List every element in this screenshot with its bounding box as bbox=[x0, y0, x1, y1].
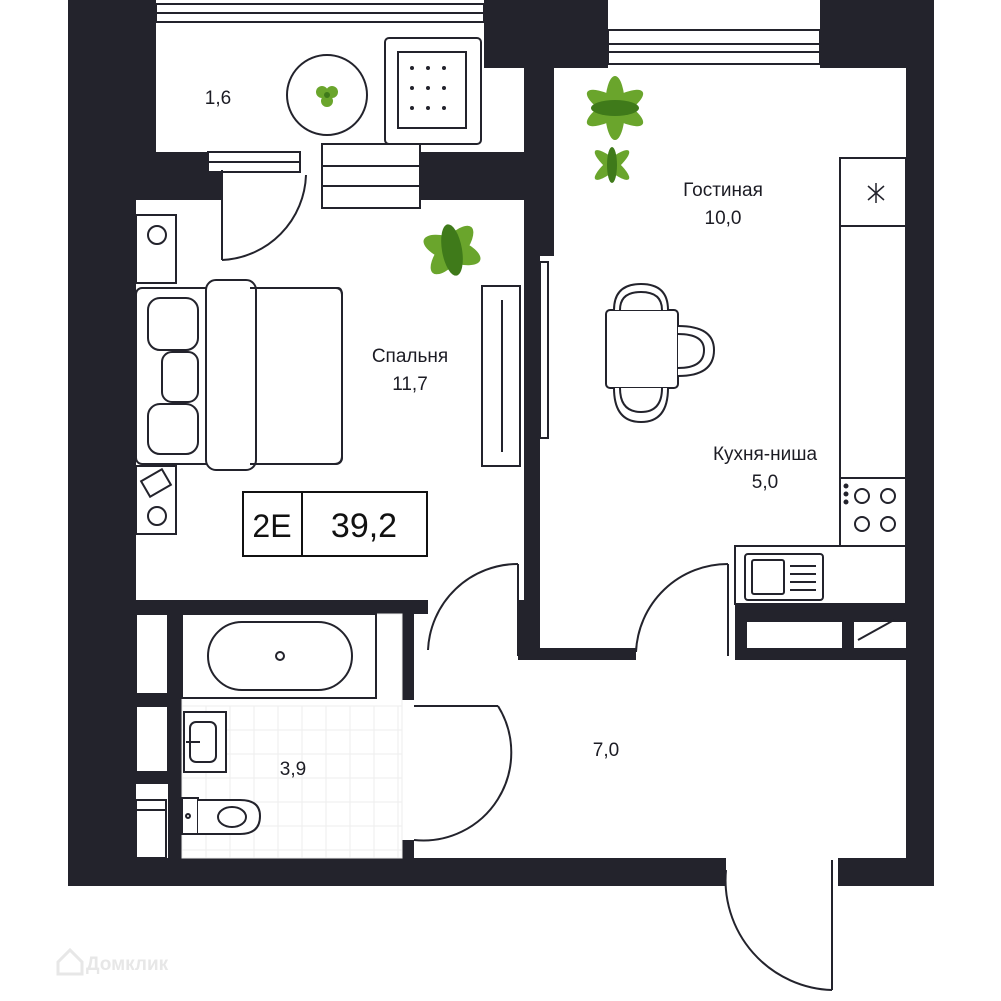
window-bedroom-2 bbox=[321, 143, 421, 209]
windows bbox=[155, 3, 821, 439]
wall-hall-divider bbox=[518, 600, 530, 660]
wall-kitchen-closet-left bbox=[735, 604, 747, 660]
cabinet bbox=[135, 799, 167, 859]
wall-bath-right-lower bbox=[402, 840, 414, 870]
bathroom-area: 3,9 bbox=[280, 759, 306, 780]
unit-badge: 2Е 39,2 bbox=[242, 491, 428, 557]
plant-icon bbox=[594, 147, 630, 183]
living-name: Гостиная bbox=[683, 180, 763, 201]
wall-kitchen-closet-mid bbox=[842, 604, 854, 660]
balcony-area: 1,6 bbox=[205, 88, 231, 109]
plant-icon bbox=[586, 76, 644, 140]
living-area: 10,0 bbox=[705, 208, 742, 229]
doors bbox=[221, 170, 895, 991]
room-labels: 1,6 Гостиная 10,0 Спальня 11,7 Кухня-ниш… bbox=[205, 88, 818, 780]
wall-bath-top bbox=[136, 600, 414, 614]
wall-outer-bottom-left bbox=[68, 858, 726, 886]
wall-bath-right bbox=[402, 600, 414, 700]
wall-shaft-right bbox=[168, 600, 182, 860]
wall-shaft-2 bbox=[136, 772, 182, 784]
unit-type: 2Е bbox=[252, 508, 291, 544]
stove bbox=[839, 477, 907, 547]
wall-kitchen-closet bbox=[735, 604, 915, 622]
window-living-side bbox=[539, 261, 549, 439]
kitchen-area: 5,0 bbox=[752, 472, 778, 493]
wall-bedroom-hall bbox=[414, 600, 428, 614]
unit-area: 39,2 bbox=[331, 507, 397, 545]
house-icon bbox=[56, 947, 84, 976]
wall-top-right bbox=[820, 0, 934, 68]
bed-blanket bbox=[205, 279, 257, 471]
wall-outer-right bbox=[906, 0, 934, 886]
wall-partition-bedroom-living bbox=[524, 256, 540, 660]
pillow-icon bbox=[147, 297, 199, 351]
wall-column-center bbox=[524, 68, 554, 256]
balcony-furniture bbox=[286, 37, 482, 145]
wall-shaft-1 bbox=[136, 694, 182, 706]
wall-balcony-right bbox=[484, 0, 608, 68]
pillow-icon bbox=[161, 351, 199, 403]
fridge bbox=[839, 157, 907, 227]
dining-table bbox=[605, 309, 679, 389]
bedroom-furniture bbox=[135, 214, 521, 535]
walls bbox=[68, 0, 934, 886]
window-living bbox=[607, 29, 821, 65]
shelf bbox=[135, 705, 169, 773]
wall-bedroom-top bbox=[420, 152, 524, 200]
wall-kitchen-bottom bbox=[735, 648, 915, 660]
hallway-area: 7,0 bbox=[593, 740, 619, 761]
plant-icon bbox=[316, 86, 338, 107]
watermark: Домклик bbox=[56, 947, 169, 976]
wall-living-bottom bbox=[518, 648, 636, 660]
living-furniture bbox=[605, 157, 907, 605]
plant-icon bbox=[423, 224, 481, 276]
kitchen-name: Кухня-ниша bbox=[713, 444, 818, 465]
shelf bbox=[135, 613, 169, 695]
snowflake-icon bbox=[867, 183, 885, 203]
bedroom-area: 11,7 bbox=[392, 374, 428, 395]
bathroom bbox=[135, 613, 403, 859]
pillow-icon bbox=[147, 403, 199, 455]
watermark-text: Домклик bbox=[86, 954, 169, 975]
bedroom-name: Спальня bbox=[372, 346, 448, 367]
